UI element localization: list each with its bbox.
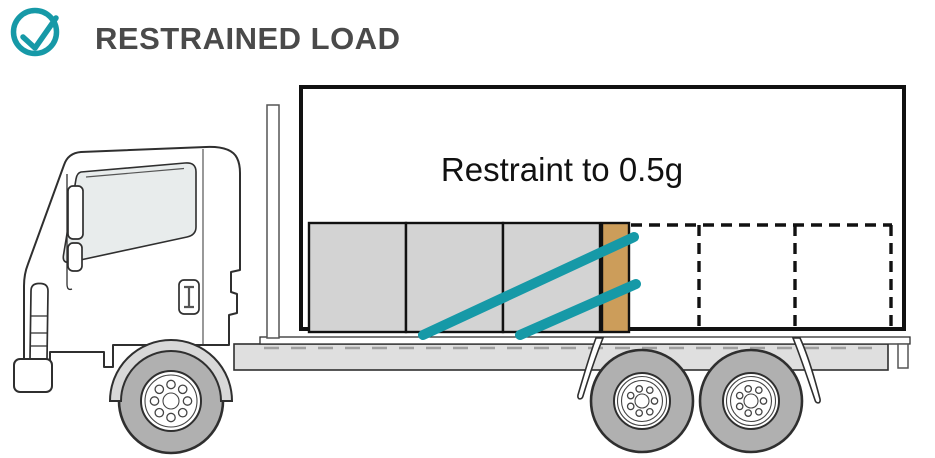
headboard-post: [266, 104, 280, 339]
truck-cab: [13, 145, 241, 402]
side-mirror: [66, 174, 84, 291]
lashing-strap: [418, 232, 639, 340]
rear-wheel: [589, 348, 695, 454]
load-area: Restraint to 0.5g: [299, 85, 906, 334]
window-trim: [85, 167, 185, 178]
mudguard-front-of-rear-wheels: [577, 337, 605, 400]
load-box: [307, 221, 408, 334]
front-bumper: [13, 358, 53, 393]
figure-header: RESTRAINED LOAD: [0, 0, 935, 70]
door-handle: [178, 279, 200, 315]
mudguard-behind-rear-wheels: [791, 337, 821, 404]
front-wheel-fender: [108, 339, 234, 402]
page-title: RESTRAINED LOAD: [95, 21, 401, 56]
door-handle-glyph: [184, 285, 194, 309]
restraint-label: Restraint to 0.5g: [441, 151, 683, 188]
bed-deck: [259, 336, 911, 345]
headlight-panel: [29, 282, 49, 360]
lashing-strap: [515, 279, 641, 340]
front-wheel: [117, 347, 225, 455]
bed-rear-post: [897, 343, 909, 369]
rear-wheel: [698, 348, 804, 454]
cab-window: [62, 162, 197, 264]
lashing-straps: [418, 232, 641, 340]
check-circle-icon: [10, 7, 60, 57]
